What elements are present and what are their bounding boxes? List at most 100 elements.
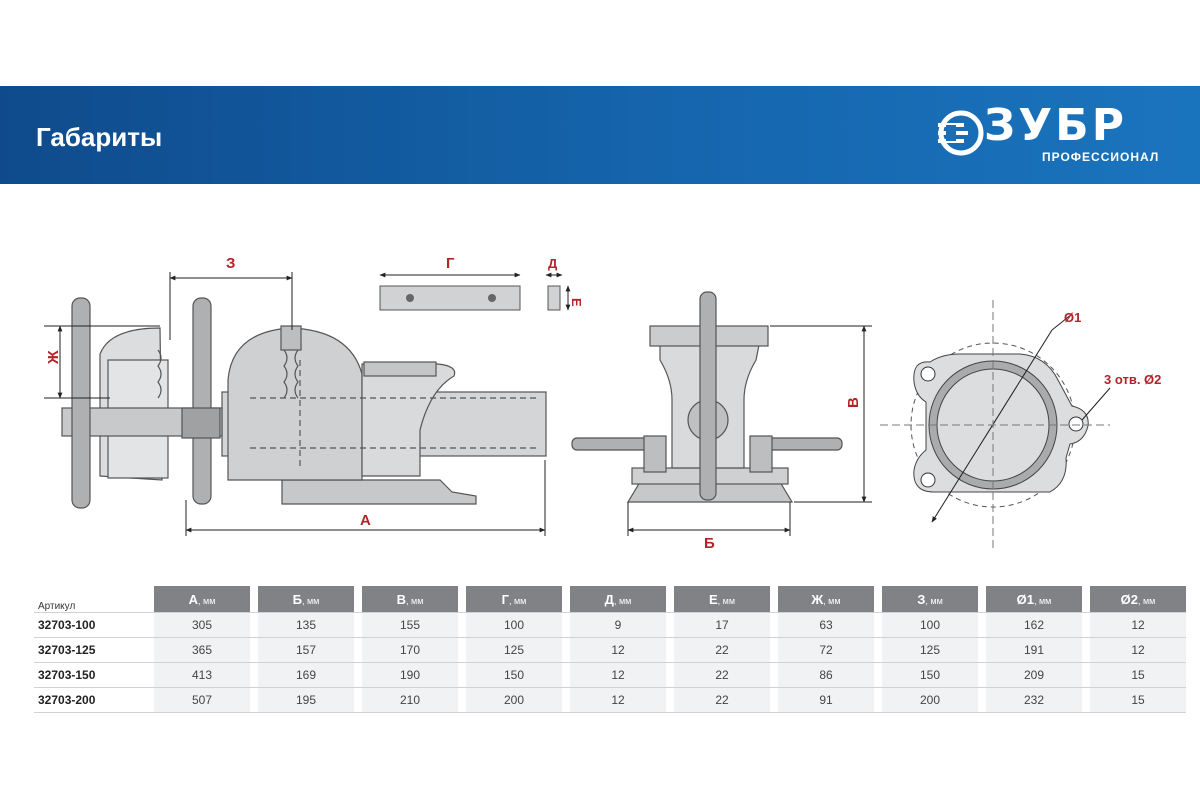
value-cell: 162 [986, 612, 1082, 637]
value-cell: 157 [258, 637, 354, 662]
brand-logo: ЗУБР ПРОФЕССИОНАЛ [938, 100, 1178, 166]
column-header: Д, мм [570, 586, 666, 612]
header-gap [146, 586, 154, 612]
column-unit: , мм [198, 595, 216, 606]
column-header: Е, мм [674, 586, 770, 612]
cell-gap [250, 662, 258, 687]
label-zh: Ж [45, 350, 62, 365]
header-gap [1082, 586, 1090, 612]
value-cell: 100 [466, 612, 562, 637]
value-cell: 63 [778, 612, 874, 637]
jaw-section-view [545, 272, 571, 311]
value-cell: 72 [778, 637, 874, 662]
header-article: Артикул [38, 601, 76, 612]
cell-gap [1082, 637, 1090, 662]
column-header: Г, мм [466, 586, 562, 612]
column-unit: , мм [823, 595, 841, 606]
cell-gap [874, 662, 882, 687]
header-gap [250, 586, 258, 612]
column-unit: , мм [406, 595, 424, 606]
cell-gap [770, 662, 778, 687]
column-name: А [188, 591, 198, 607]
cell-gap [354, 662, 362, 687]
value-cell: 125 [882, 637, 978, 662]
header-gap [354, 586, 362, 612]
cell-gap [458, 612, 466, 637]
cell-gap [146, 687, 154, 713]
cell-gap [874, 637, 882, 662]
header-gap [770, 586, 778, 612]
column-name: Е [708, 591, 718, 607]
base-top-view [880, 300, 1111, 550]
label-o2-holes: 3 отв. Ø2 [1104, 372, 1161, 387]
article-cell: 32703-100 [34, 612, 146, 637]
column-header: Ø1, мм [986, 586, 1082, 612]
value-cell: 86 [778, 662, 874, 687]
dimension-v [770, 325, 872, 503]
article-cell: 32703-125 [34, 637, 146, 662]
cell-gap [978, 687, 986, 713]
cell-gap [146, 612, 154, 637]
value-cell: 15 [1090, 662, 1186, 687]
value-cell: 12 [570, 662, 666, 687]
article-cell: 32703-150 [34, 662, 146, 687]
cell-gap [250, 687, 258, 713]
column-unit: , мм [1033, 595, 1052, 606]
value-cell: 195 [258, 687, 354, 713]
value-cell: 22 [674, 662, 770, 687]
cell-gap [146, 662, 154, 687]
column-header: Ж, мм [778, 586, 874, 612]
column-name: Д [604, 591, 614, 607]
cell-gap [666, 662, 674, 687]
column-header: В, мм [362, 586, 458, 612]
label-g: Г [446, 255, 455, 272]
column-unit: , мм [613, 595, 632, 606]
cell-gap [562, 687, 570, 713]
column-name: Г [501, 591, 509, 607]
cell-gap [874, 687, 882, 713]
column-unit: , мм [301, 595, 320, 606]
cell-gap [458, 637, 466, 662]
column-header: Ø2, мм [1090, 586, 1186, 612]
column-unit: , мм [1137, 595, 1156, 606]
value-cell: 91 [778, 687, 874, 713]
column-unit: , мм [717, 595, 736, 606]
column-name: Ø2 [1120, 591, 1138, 607]
cell-gap [1082, 612, 1090, 637]
column-name: В [396, 591, 406, 607]
cell-gap [250, 637, 258, 662]
value-cell: 305 [154, 612, 250, 637]
header-gap [458, 586, 466, 612]
label-a: А [360, 512, 371, 529]
cell-gap [562, 662, 570, 687]
label-z: З [226, 255, 235, 272]
value-cell: 190 [362, 662, 458, 687]
column-unit: , мм [925, 595, 943, 606]
header-gap [978, 586, 986, 612]
cell-gap [666, 612, 674, 637]
cell-gap [354, 637, 362, 662]
header-banner: Габариты ЗУБР ПРОФЕССИОНАЛ [0, 86, 1200, 184]
cell-gap [770, 637, 778, 662]
column-header: Б, мм [258, 586, 354, 612]
dimension-b [627, 502, 791, 536]
cell-gap [250, 612, 258, 637]
cell-gap [770, 612, 778, 637]
value-cell: 170 [362, 637, 458, 662]
value-cell: 9 [570, 612, 666, 637]
column-name: З [917, 591, 926, 607]
cell-gap [978, 662, 986, 687]
dimension-zh [44, 325, 160, 399]
value-cell: 15 [1090, 687, 1186, 713]
dimension-a [185, 460, 546, 536]
label-e: Е [569, 298, 584, 307]
cell-gap [146, 637, 154, 662]
cell-gap [978, 612, 986, 637]
column-name: Ø1 [1016, 591, 1034, 607]
cell-gap [978, 637, 986, 662]
value-cell: 507 [154, 687, 250, 713]
